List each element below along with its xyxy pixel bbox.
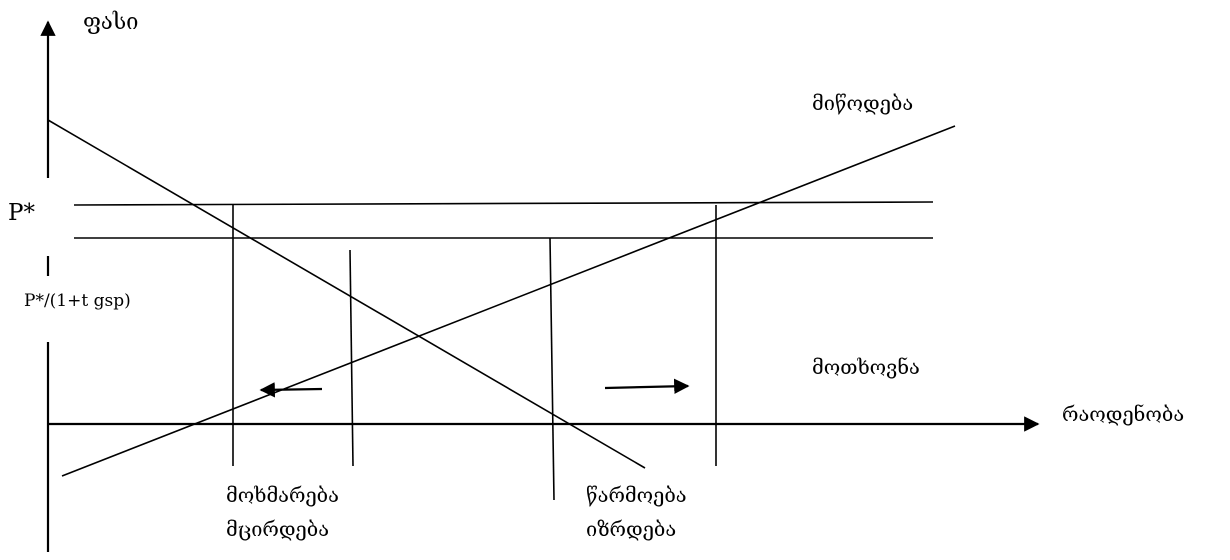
demand-label: მოთხოვნა <box>812 355 920 379</box>
x-axis-label: რაოდენობა <box>1062 402 1184 426</box>
supply-label: მიწოდება <box>812 91 913 115</box>
consumption-line-inner <box>349 249 354 467</box>
production-line-inner <box>549 237 555 501</box>
supply-curve <box>61 125 956 477</box>
y-axis-label: ფასი <box>83 10 138 35</box>
world-price-line <box>73 201 934 206</box>
demand-curve <box>47 119 646 469</box>
production-increase-arrow <box>604 378 690 395</box>
production-label-line1: წარმოება <box>586 483 687 507</box>
consumption-label-line1: მოხმარება <box>226 483 339 507</box>
world-price-label: P* <box>8 200 35 226</box>
production-label-line2: იზრდება <box>586 517 676 541</box>
consumption-label-line2: მცირდება <box>226 517 329 541</box>
consumption-decrease-arrow <box>259 382 323 398</box>
tariff-price-label: P*/(1+t gsp) <box>24 291 131 311</box>
